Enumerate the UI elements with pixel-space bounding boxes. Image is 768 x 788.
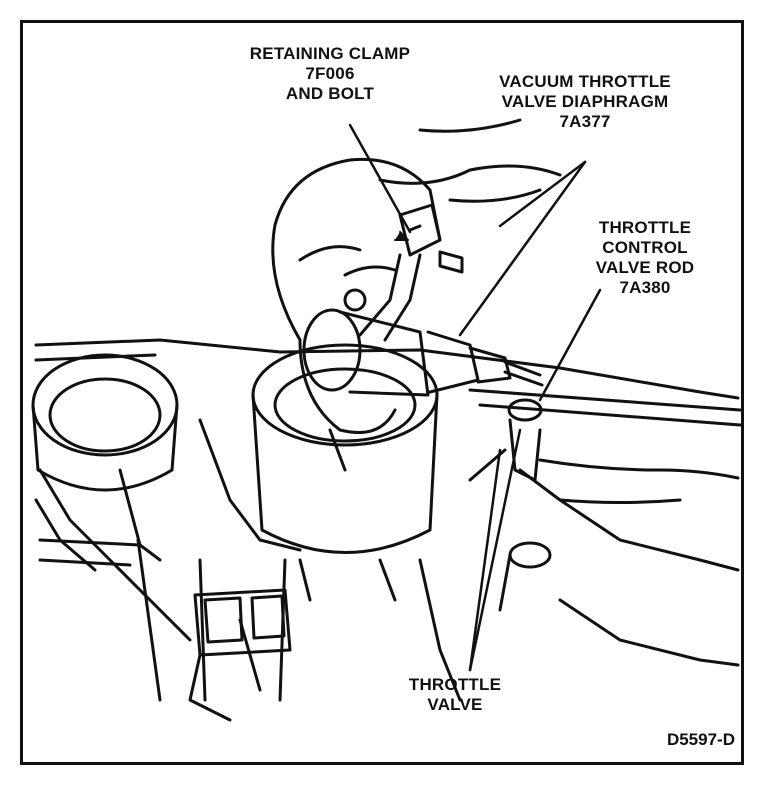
right-finger: [498, 458, 740, 612]
diaphragm-leader-1: [458, 160, 587, 337]
rod-leader: [538, 288, 602, 402]
valve-leader-2: [468, 428, 522, 672]
throttle-rod-label: THROTTLE CONTROL VALVE ROD 7A380: [595, 218, 695, 297]
valve-leader-1: [468, 448, 502, 672]
throttle-rod: [468, 388, 742, 482]
vacuum-diaphragm-label: VACUUM THROTTLE VALVE DIAPHRAGM 7A377: [499, 72, 671, 131]
leader-lines: [348, 123, 602, 672]
technician-hand: [271, 118, 562, 472]
retaining-clamp-label: RETAINING CLAMP 7F006 AND BOLT: [249, 44, 411, 103]
diaphragm-body: [302, 308, 544, 397]
throttle-valve-label: THROTTLE VALVE: [408, 675, 502, 714]
figure-reference-code: D5597-D: [666, 730, 735, 749]
diaphragm-leader-2: [498, 160, 587, 228]
left-bore: [31, 353, 179, 547]
connector-block: [188, 588, 292, 722]
center-bore: [251, 343, 439, 602]
clamp-leader: [348, 123, 412, 234]
transmission-case: [34, 338, 740, 702]
retaining-clamp: [358, 203, 464, 342]
